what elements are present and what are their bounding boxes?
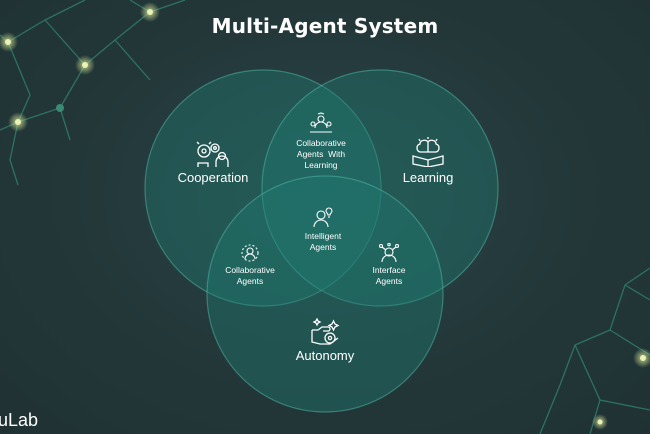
overlap-center-line1: Intelligent (304, 231, 342, 241)
overlap-center-line2: Agents (309, 242, 337, 252)
team-learning-icon (310, 112, 332, 133)
page-title: Multi-Agent System (211, 14, 439, 38)
overlap-coop-learning-line1: Collaborative (296, 138, 346, 148)
network-decoration-bottom-right (539, 267, 650, 434)
hand-gears-icon (311, 318, 340, 345)
overlap-coop-autonomy-line1: Collaborative (225, 265, 275, 275)
brain-book-icon (412, 137, 444, 167)
gears-team-icon (196, 141, 229, 167)
circle-autonomy (206, 175, 444, 413)
circle-cooperation (144, 69, 382, 307)
overlap-learning-autonomy-line2: Agents (375, 276, 403, 286)
overlap-coop-autonomy: Collaborative Agents (225, 265, 275, 287)
network-nodes-bottom-right (592, 348, 650, 430)
label-learning: Learning (402, 170, 454, 185)
agent-network-icon (241, 244, 259, 262)
brand-logo-text: uLab (0, 410, 39, 430)
overlap-coop-learning-line2: Agents With (296, 149, 346, 159)
circle-learning (261, 69, 499, 307)
idea-agent-icon (313, 207, 333, 228)
label-autonomy: Autonomy (295, 348, 355, 363)
label-cooperation: Cooperation (177, 170, 249, 185)
overlap-learning-autonomy-line1: Interface (372, 265, 406, 275)
overlap-coop-learning: Collaborative Agents With Learning (296, 138, 346, 171)
overlap-coop-autonomy-line2: Agents (236, 276, 264, 286)
network-nodes-top-left (0, 2, 160, 132)
overlap-coop-learning-line3: Learning (304, 160, 338, 170)
overlap-center: Intelligent Agents (305, 231, 341, 253)
interface-agent-icon (378, 243, 400, 263)
overlap-learning-autonomy: Interface Agents (372, 265, 405, 287)
